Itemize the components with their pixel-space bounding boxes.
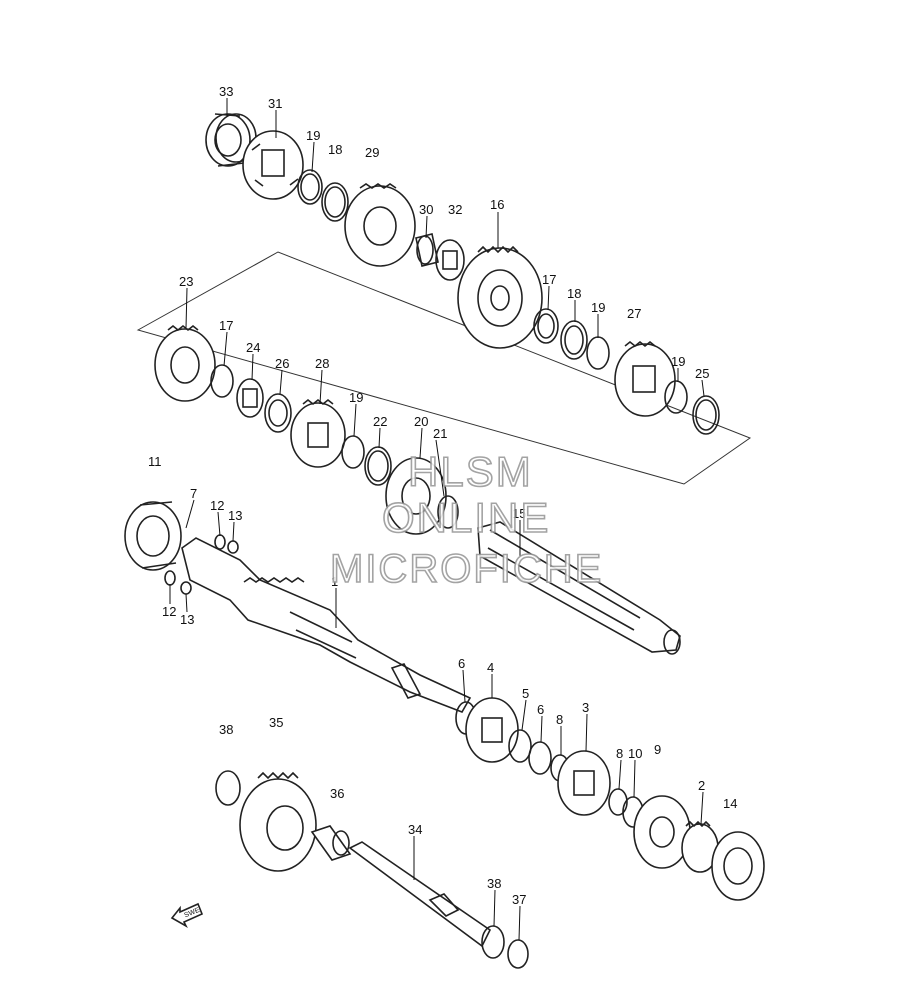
part-12-pin-b — [164, 570, 176, 586]
label-13: 13 — [228, 508, 242, 523]
part-labels: 33 31 19 18 29 30 32 16 17 18 19 27 19 2… — [148, 84, 737, 907]
label-37: 37 — [512, 892, 526, 907]
label-19: 19 — [671, 354, 685, 369]
label-12: 12 — [162, 604, 176, 619]
label-12: 12 — [210, 498, 224, 513]
label-17: 17 — [219, 318, 233, 333]
watermark: HLSM ONLINE MICROFICHE — [329, 447, 603, 592]
part-33-bearing — [205, 113, 257, 167]
group-outline — [136, 251, 752, 485]
label-4: 4 — [487, 660, 494, 675]
label-34: 34 — [408, 822, 422, 837]
label-9: 9 — [654, 742, 661, 757]
label-20: 20 — [414, 414, 428, 429]
label-14: 14 — [723, 796, 737, 811]
label-2: 2 — [698, 778, 705, 793]
part-6-circlip-b — [528, 741, 552, 775]
label-18: 18 — [328, 142, 342, 157]
part-1-mainshaft — [181, 537, 472, 713]
label-25: 25 — [695, 366, 709, 381]
part-7-bearing — [124, 501, 182, 571]
label-10: 10 — [628, 746, 642, 761]
part-9-gear — [633, 795, 691, 869]
label-32: 32 — [448, 202, 462, 217]
front-direction-arrow: SWE — [170, 902, 204, 929]
part-19-circlip-c — [664, 380, 688, 414]
watermark-line1: HLSM — [408, 448, 533, 495]
label-19: 19 — [306, 128, 320, 143]
part-25-washer — [692, 395, 720, 435]
label-21: 21 — [433, 426, 447, 441]
part-19-circlip-d — [341, 435, 365, 469]
watermark-line2: ONLINE — [382, 494, 550, 541]
part-24-washer — [236, 378, 264, 418]
label-22: 22 — [373, 414, 387, 429]
label-11: 11 — [148, 454, 162, 469]
label-23: 23 — [179, 274, 193, 289]
label-16: 16 — [490, 197, 504, 212]
part-20-gear — [385, 457, 447, 535]
label-13: 13 — [180, 612, 194, 627]
label-38: 38 — [487, 876, 501, 891]
part-5-bush — [508, 729, 532, 763]
label-24: 24 — [246, 340, 260, 355]
label-19: 19 — [591, 300, 605, 315]
part-16-gear — [457, 245, 543, 349]
part-18-washer-b — [560, 320, 588, 360]
part-34-shaft — [348, 841, 492, 948]
label-19: 19 — [349, 390, 363, 405]
part-36-bush — [310, 825, 352, 861]
part-3-gear — [557, 750, 611, 816]
part-22-washer — [364, 446, 392, 486]
part-12-pin-a — [214, 534, 226, 550]
part-28-gear — [290, 398, 346, 468]
part-8-washer-b — [608, 788, 628, 816]
part-13-screw-b — [180, 581, 192, 595]
label-8: 8 — [616, 746, 623, 761]
part-37-circlip — [507, 939, 529, 969]
label-33: 33 — [219, 84, 233, 99]
part-17-bush-b — [210, 364, 234, 398]
part-19-circlip-b — [586, 336, 610, 370]
part-18-washer-a — [321, 182, 349, 222]
label-15: 15 — [512, 506, 526, 521]
label-17: 17 — [542, 272, 556, 287]
label-6: 6 — [458, 656, 465, 671]
label-35: 35 — [269, 715, 283, 730]
part-29-gear — [344, 183, 416, 267]
part-23-gear — [154, 324, 216, 402]
part-21-bush — [437, 495, 459, 529]
label-5: 5 — [522, 686, 529, 701]
watermark-line3: MICROFICHE — [330, 547, 603, 591]
label-31: 31 — [268, 96, 282, 111]
label-8: 8 — [556, 712, 563, 727]
label-30: 30 — [419, 202, 433, 217]
part-30-bush — [415, 233, 439, 267]
label-28: 28 — [315, 356, 329, 371]
label-29: 29 — [365, 145, 379, 160]
part-19-circlip-a — [297, 169, 323, 205]
part-14-bearing — [711, 831, 765, 901]
label-7: 7 — [190, 486, 197, 501]
part-35-gear — [239, 771, 317, 872]
part-38-washer-b — [481, 925, 505, 959]
leader-lines — [169, 98, 705, 941]
part-32-washer — [435, 239, 465, 281]
label-38: 38 — [219, 722, 233, 737]
label-1: 1 — [331, 574, 338, 589]
part-31-gear — [242, 130, 304, 200]
label-18: 18 — [567, 286, 581, 301]
label-36: 36 — [330, 786, 344, 801]
part-17-bush-a — [533, 308, 559, 344]
label-26: 26 — [275, 356, 289, 371]
label-6: 6 — [537, 702, 544, 717]
part-26-washer — [264, 393, 292, 433]
part-38-washer-a — [215, 770, 241, 806]
part-27-gear — [614, 340, 676, 417]
label-3: 3 — [582, 700, 589, 715]
part-15-countershaft — [477, 521, 681, 655]
label-27: 27 — [627, 306, 641, 321]
part-13-screw-a — [227, 540, 239, 554]
